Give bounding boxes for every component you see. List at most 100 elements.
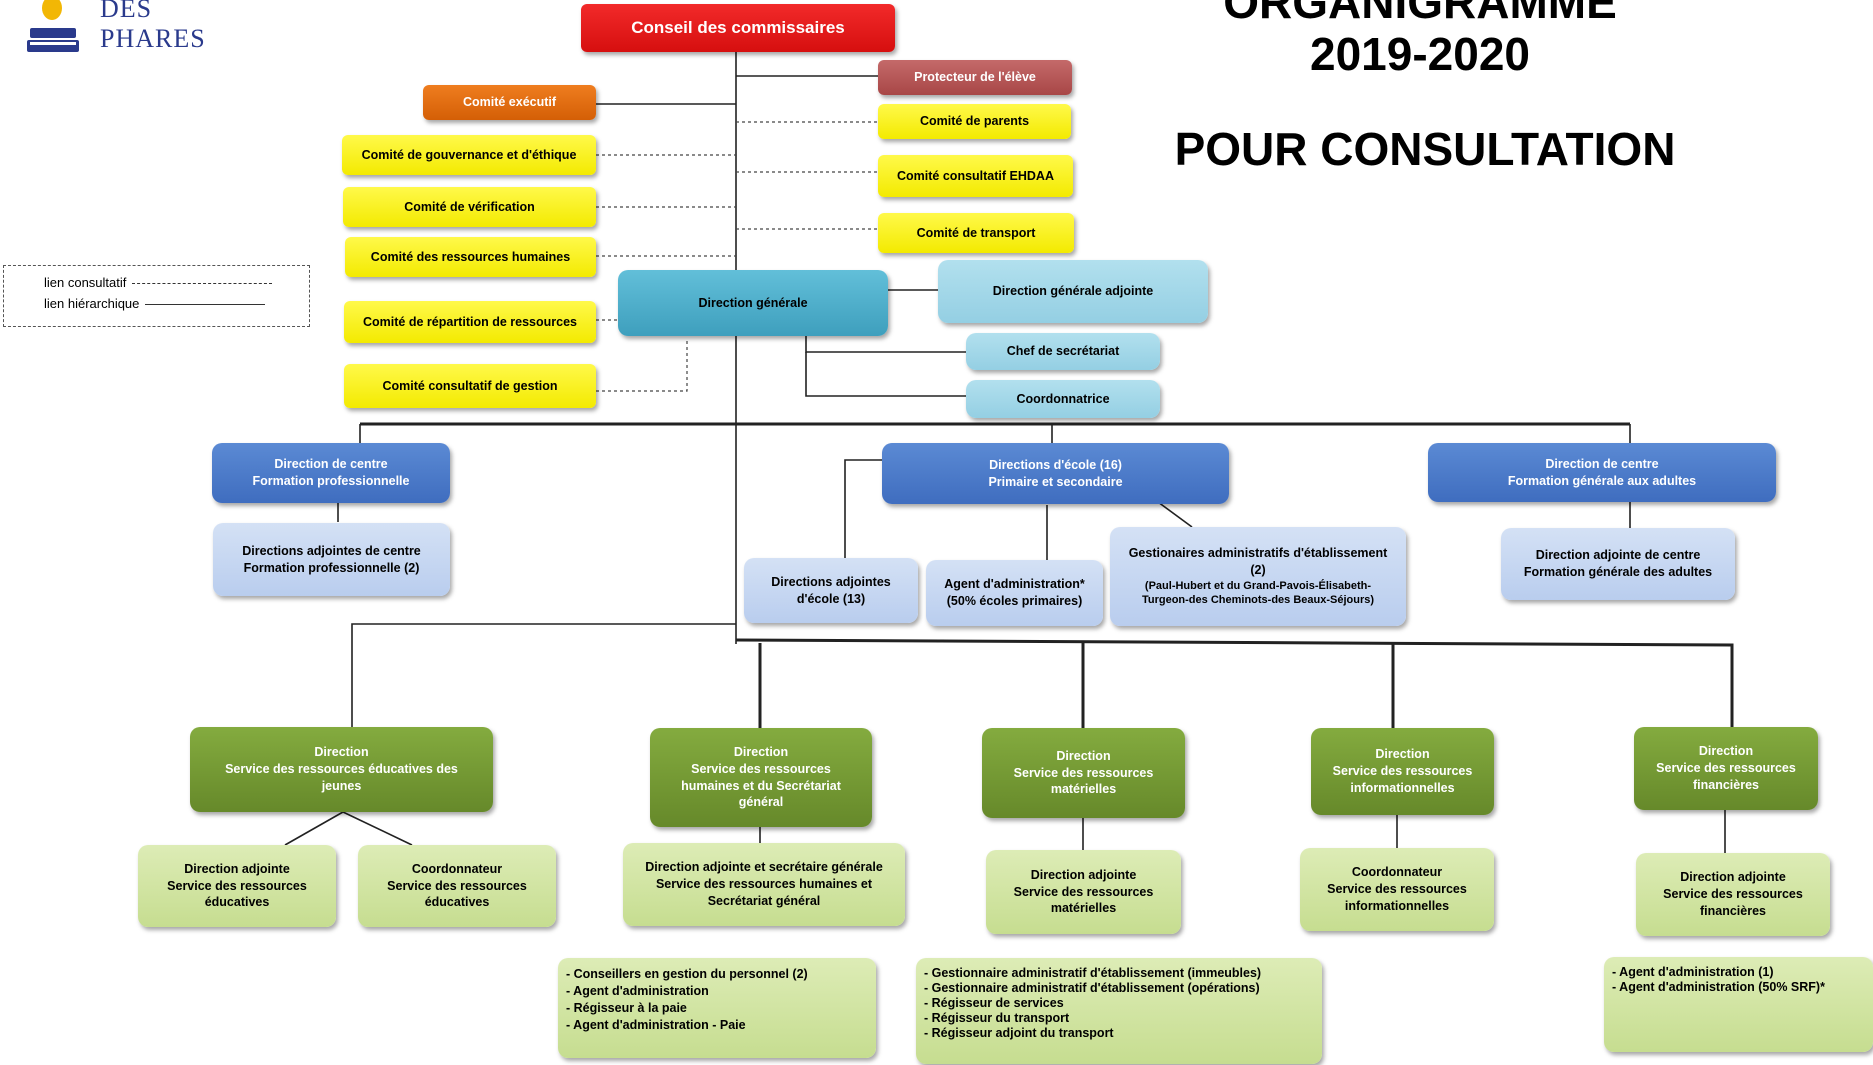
srh-staff-list: - Conseillers en gestion du personnel (2… <box>558 958 876 1058</box>
sri-line1: Direction <box>1375 747 1430 762</box>
comite-parents-label: Comité de parents <box>919 114 1030 129</box>
ecoles-line2: Primaire et secondaire <box>988 474 1123 489</box>
comite-transport-box: Comité de transport <box>878 213 1074 253</box>
gest-line4: Turgeon-des Cheminots-des Beaux-Séjours) <box>1141 594 1375 607</box>
list-item: - Agent d'administration - Paie <box>566 1017 746 1032</box>
fp-adj-line2: Formation professionnelle (2) <box>243 560 420 575</box>
chart-title-line1: ORGANIGRAMME <box>1223 0 1617 28</box>
srh-adj-line1: Direction adjointe et secrétaire général… <box>645 860 883 875</box>
legend: lien consultatif lien hiérarchique <box>3 265 310 327</box>
consultation-title: POUR CONSULTATION <box>1174 123 1676 175</box>
protecteur-label: Protecteur de l'élève <box>914 70 1036 85</box>
gestionnaires-administratifs-box: Gestionaires administratifs d'établissem… <box>1110 527 1406 626</box>
sri-line3: informationnelles <box>1350 780 1455 795</box>
agent-administration-ecole-box: Agent d'administration* (50% écoles prima… <box>926 560 1103 626</box>
comite-rh-box: Comité des ressources humaines <box>345 237 596 277</box>
logo-emblem-icon <box>27 0 79 52</box>
directions-ecole-box: Directions d'école (16) Primaire et secon… <box>882 443 1229 504</box>
sri-coord-line2: Service des ressources <box>1327 882 1467 897</box>
ecoles-line1: Directions d'école (16) <box>989 457 1122 472</box>
fp-adj-line1: Directions adjointes de centre <box>242 543 421 558</box>
chart-title-line2: 2019-2020 <box>1310 28 1530 80</box>
ecoles-adj-line2: d'école (13) <box>796 591 866 606</box>
srm-staff-list: - Gestionnaire administratif d'établisse… <box>916 958 1322 1064</box>
srf-line2: Service des ressources <box>1656 761 1796 776</box>
list-item: - Régisseur du transport <box>924 1011 1070 1025</box>
fp-line2: Formation professionnelle <box>252 474 410 488</box>
list-item: - Agent d'administration (1) <box>1612 965 1774 979</box>
list-item: - Agent d'administration (50% SRF)* <box>1612 980 1825 994</box>
legend-hierarchique: lien hiérarchique <box>44 293 309 314</box>
srh-adj-line3: Secrétariat général <box>707 893 821 908</box>
conseil-commissaires-box: Conseil des commissaires <box>581 4 895 52</box>
srh-line3: humaines et du Secrétariat <box>681 778 841 793</box>
comite-ehdaa-label: Comité consultatif EHDAA <box>897 168 1054 183</box>
chef-secretariat-box: Chef de secrétariat <box>966 333 1160 370</box>
srm-line1: Direction <box>1056 748 1111 763</box>
coordonnatrice-box: Coordonnatrice <box>966 380 1160 418</box>
comite-rh-label: Comité des ressources humaines <box>370 249 571 264</box>
srm-adj-line3: matérielles <box>1050 901 1117 916</box>
comite-gouvernance-label: Comité de gouvernance et d'éthique <box>361 147 577 162</box>
sre-line2: Service des ressources éducatives des <box>225 762 458 777</box>
srh-adj-line2: Service des ressources humaines et <box>655 877 873 892</box>
sre-coord-line1: Coordonnateur <box>411 861 503 876</box>
sre-adj-line2: Service des ressources <box>167 878 307 893</box>
fga-adj-line1: Direction adjointe de centre <box>1535 548 1701 563</box>
agent-line1: Agent d'administration* <box>944 577 1085 592</box>
list-item: - Conseillers en gestion du personnel (2… <box>566 967 808 981</box>
srm-adj-line2: Service des ressources <box>1013 884 1154 899</box>
logo-text: DES PHARES <box>100 0 206 53</box>
gest-line3: (Paul-Hubert et du Grand-Pavois-Élisabet… <box>1144 579 1372 592</box>
fga-adj-line2: Formation générale des adultes <box>1523 565 1713 579</box>
fga-line2: Formation générale aux adultes <box>1507 473 1697 488</box>
direction-generale-label: Direction générale <box>698 295 808 310</box>
sri-line2: Service des ressources <box>1332 764 1473 779</box>
srf-line1: Direction <box>1698 744 1754 759</box>
direction-adjointe-srh-box: Direction adjointe et secrétaire général… <box>623 843 905 926</box>
list-item: - Agent d'administration <box>566 983 709 998</box>
comite-gouvernance-box: Comité de gouvernance et d'éthique <box>342 135 596 175</box>
sre-coord-line3: éducatives <box>424 895 490 910</box>
sri-coord-line1: Coordonnateur <box>1351 865 1443 880</box>
list-item: - Gestionnaire administratif d'établisse… <box>924 981 1260 995</box>
comite-verification-box: Comité de vérification <box>343 187 596 227</box>
list-item: - Régisseur adjoint du transport <box>924 1026 1114 1040</box>
comite-transport-label: Comité de transport <box>916 225 1036 240</box>
comite-repartition-box: Comité de répartition de ressources <box>344 301 596 343</box>
srm-line2: Service des ressources <box>1013 765 1154 780</box>
list-item: - Régisseur de services <box>924 996 1064 1010</box>
legend-consultatif-label: lien consultatif <box>44 275 127 290</box>
srm-line3: matérielles <box>1050 782 1117 797</box>
comite-gestion-label: Comité consultatif de gestion <box>382 378 558 393</box>
srh-line2: Service des ressources <box>691 761 831 776</box>
coordonnatrice-label: Coordonnatrice <box>1016 391 1110 406</box>
directions-adjointes-ecole-box: Directions adjointes d'école (13) <box>744 558 918 623</box>
legend-hierarchique-label: lien hiérarchique <box>44 296 140 311</box>
list-item: - Gestionnaire administratif d'établisse… <box>924 966 1262 980</box>
sre-adj-line3: éducatives <box>204 895 270 910</box>
conseil-label: Conseil des commissaires <box>631 17 845 37</box>
srf-adj-line2: Service des ressources <box>1663 887 1803 902</box>
agent-line2: (50% écoles primaires) <box>946 594 1083 608</box>
ecoles-adj-line1: Directions adjointes <box>771 574 891 589</box>
chef-secretariat-label: Chef de secrétariat <box>1006 344 1120 359</box>
comite-parents-box: Comité de parents <box>878 104 1071 139</box>
srf-adj-line1: Direction adjointe <box>1680 870 1786 885</box>
comite-repartition-label: Comité de répartition de ressources <box>363 314 577 329</box>
list-item: - Régisseur à la paie <box>566 1000 687 1015</box>
srh-line1: Direction <box>733 744 789 759</box>
comite-executif-box: Comité exécutif <box>423 85 596 120</box>
sre-adj-line1: Direction adjointe <box>184 861 290 876</box>
